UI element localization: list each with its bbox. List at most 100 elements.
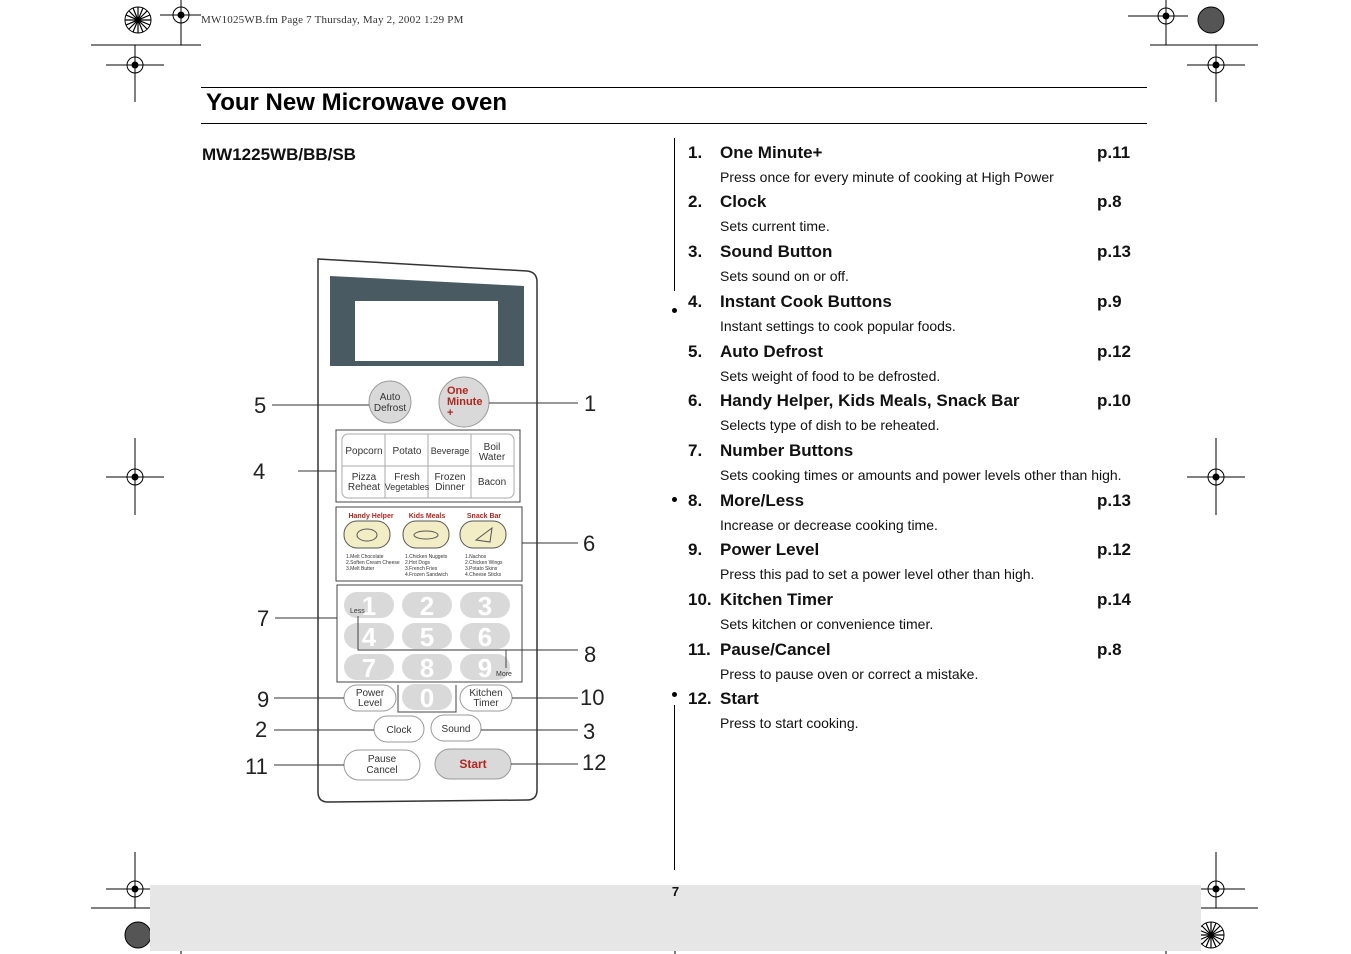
boil-label: Boil — [484, 442, 501, 453]
callout-10: 10 — [580, 685, 604, 710]
digit-5: 5 — [420, 622, 434, 652]
handy-helper-label: Handy Helper — [348, 513, 393, 520]
digit-7: 7 — [362, 653, 376, 683]
callout-2: 2 — [255, 717, 267, 742]
callout-6: 6 — [583, 531, 595, 556]
item-number: 9. — [688, 540, 703, 559]
svg-text:Sound: Sound — [442, 724, 471, 735]
title-bottom-rule — [201, 123, 1147, 124]
column-divider — [674, 138, 675, 291]
item-description: Sets cooking times or amounts and power … — [720, 467, 1122, 483]
item-title: Instant Cook Buttons — [720, 292, 892, 311]
item-page-ref: p.10 — [1097, 391, 1132, 410]
item-title: One Minute+ — [720, 143, 823, 162]
item-description: Press once for every minute of cooking a… — [720, 169, 1054, 185]
item-title: Kitchen Timer — [720, 590, 834, 609]
auto-defrost-button — [368, 380, 412, 424]
item-description: Instant settings to cook popular foods. — [720, 318, 956, 334]
item-page-ref: p.11 — [1097, 143, 1131, 162]
svg-text:Kitchen: Kitchen — [469, 688, 502, 699]
beverage-label: Beverage — [431, 446, 470, 456]
svg-text:Level: Level — [358, 698, 382, 709]
item-page-ref: p.12 — [1097, 540, 1132, 559]
svg-text:Power: Power — [356, 688, 385, 699]
item-page-ref: p.9 — [1097, 292, 1122, 311]
item-page-ref: p.8 — [1097, 640, 1122, 659]
item-number: 10. — [688, 590, 712, 609]
digit-9: 9 — [478, 653, 492, 683]
auto-defrost-label-2: Defrost — [374, 403, 406, 414]
item-page-ref: p.13 — [1097, 242, 1132, 261]
item-number: 4. — [688, 292, 703, 311]
callout-8: 8 — [584, 642, 596, 667]
popcorn-label: Popcorn — [345, 446, 382, 457]
item-description: Sets sound on or off. — [720, 268, 849, 284]
callout-7: 7 — [257, 606, 269, 631]
one-minute-label-2: Minute — [447, 396, 482, 408]
item-title: Handy Helper, Kids Meals, Snack Bar — [720, 391, 1020, 410]
bowl-icon — [356, 528, 378, 542]
item-number: 7. — [688, 441, 703, 460]
fresh-label: Fresh — [394, 472, 420, 483]
callout-11: 11 — [245, 754, 268, 779]
column-divider — [674, 705, 675, 870]
item-description: Increase or decrease cooking time. — [720, 517, 938, 533]
registration-dot-icon — [1197, 6, 1225, 34]
item-number: 2. — [688, 192, 703, 211]
reheat-label: Reheat — [348, 482, 380, 493]
item-description: Press this pad to set a power level othe… — [720, 566, 1035, 582]
digit-6: 6 — [478, 622, 492, 652]
item-description: Sets current time. — [720, 218, 830, 234]
snack-bar-label: Snack Bar — [467, 513, 502, 520]
svg-text:1.Nachos: 1.Nachos — [465, 554, 487, 560]
item-title: Start — [720, 689, 759, 708]
svg-text:2.Soften Cream Cheese: 2.Soften Cream Cheese — [346, 560, 400, 566]
svg-text:2.Hot Dogs: 2.Hot Dogs — [405, 560, 431, 566]
item-page-ref: p.8 — [1097, 192, 1122, 211]
more-label: More — [496, 671, 512, 678]
kids-meals-button — [402, 520, 450, 549]
model-number: MW1225WB/BB/SB — [202, 145, 356, 164]
nachos-icon — [474, 526, 493, 543]
item-title: More/Less — [720, 491, 805, 510]
kids-meals-label: Kids Meals — [409, 513, 446, 520]
digit-1: 1 — [362, 591, 376, 621]
svg-text:Pause: Pause — [368, 754, 397, 765]
one-minute-label-3: + — [447, 407, 453, 419]
item-title: Number Buttons — [720, 441, 854, 460]
svg-text:Timer: Timer — [473, 698, 499, 709]
item-description: Sets weight of food to be defrosted. — [720, 368, 941, 384]
bacon-label: Bacon — [478, 477, 506, 488]
item-number: 8. — [688, 491, 703, 510]
item-description: Press to pause oven or correct a mistake… — [720, 666, 979, 682]
item-description: Selects type of dish to be reheated. — [720, 417, 940, 433]
digit-4: 4 — [362, 622, 377, 652]
potato-label: Potato — [393, 446, 422, 457]
digit-3: 3 — [478, 591, 492, 621]
title-top-rule — [201, 87, 1147, 88]
file-info: MW1025WB.fm Page 7 Thursday, May 2, 2002… — [201, 14, 464, 26]
callout-9: 9 — [257, 687, 269, 712]
page-title: Your New Microwave oven — [206, 89, 507, 116]
control-panel-diagram: Auto Defrost One Minute + Popcorn Potato… — [245, 258, 606, 803]
callout-5: 5 — [254, 393, 266, 418]
item-number: 11. — [688, 640, 711, 659]
callout-3: 3 — [583, 719, 595, 744]
water-label: Water — [479, 452, 506, 463]
item-number: 5. — [688, 342, 703, 361]
svg-text:1.Chicken Nuggets: 1.Chicken Nuggets — [405, 554, 448, 560]
svg-text:Clock: Clock — [386, 725, 412, 736]
margin-bullet — [672, 308, 677, 313]
registration-star-icon — [124, 6, 152, 34]
margin-bullet — [672, 497, 677, 502]
svg-text:1.Melt Chocolate: 1.Melt Chocolate — [346, 554, 384, 560]
auto-defrost-label-1: Auto — [380, 392, 401, 403]
item-page-ref: p.13 — [1097, 491, 1132, 510]
one-minute-button — [438, 376, 490, 428]
frozen-label: Frozen — [434, 472, 465, 483]
item-page-ref: p.12 — [1097, 342, 1132, 361]
item-title: Pause/Cancel — [720, 640, 831, 659]
handy-helper-button — [343, 520, 391, 549]
item-number: 12. — [688, 689, 712, 708]
